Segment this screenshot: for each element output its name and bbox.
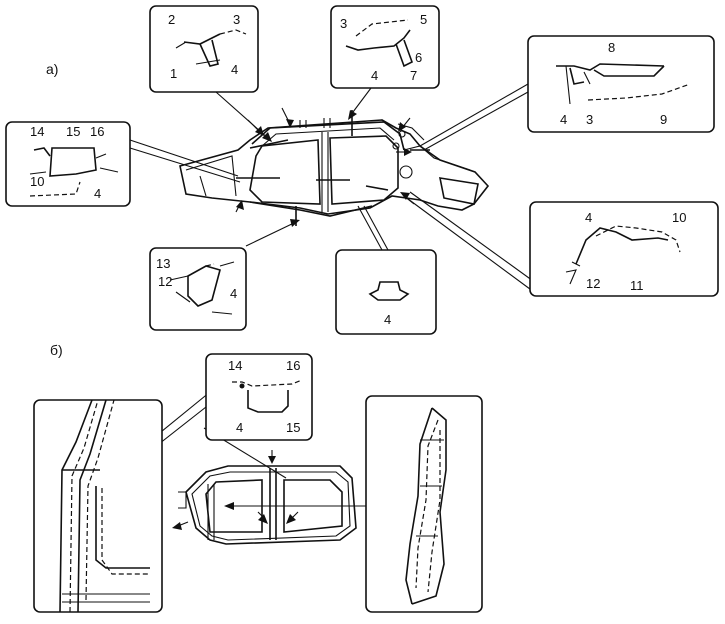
callout-number: 13 [156, 256, 170, 271]
callout-number: 2 [168, 12, 175, 27]
callout-number: 4 [560, 112, 567, 127]
detail-pillar-right [365, 395, 483, 613]
callout-number: 1 [170, 66, 177, 81]
callout-number: 6 [415, 50, 422, 65]
callout-number: 10 [672, 210, 686, 225]
detail-rear-left: 14 15 16 10 4 [5, 121, 131, 207]
detail-front-right: 8 4 3 9 [527, 35, 715, 133]
detail-sill: 13 12 4 [149, 247, 247, 331]
callout-number: 4 [236, 420, 243, 435]
callout-number: 5 [420, 12, 427, 27]
callout-number: 16 [90, 124, 104, 139]
detail-roof-right: 3 5 6 4 7 [330, 5, 440, 89]
side-arrows [172, 427, 299, 530]
detail-sill-b: 14 16 4 15 [205, 353, 313, 441]
leader-lines-a [129, 83, 541, 293]
callout-number: 12 [586, 276, 600, 291]
callout-number: 4 [371, 68, 378, 83]
detail-pillar-left [33, 399, 163, 613]
detail-roof-left: 2 3 1 4 [149, 5, 259, 93]
callout-number: 15 [286, 420, 300, 435]
side-view-body [178, 465, 357, 545]
callout-number: 4 [384, 312, 391, 327]
callout-number: 4 [94, 186, 101, 201]
callout-number: 12 [158, 274, 172, 289]
section-label-a: а) [46, 61, 58, 77]
callout-number: 7 [410, 68, 417, 83]
callout-number: 3 [233, 12, 240, 27]
callout-number: 16 [286, 358, 300, 373]
callout-number: 4 [231, 62, 238, 77]
car-body-oblique [179, 110, 490, 226]
callout-number: 8 [608, 40, 615, 55]
callout-number: 14 [228, 358, 242, 373]
callout-number: 3 [586, 112, 593, 127]
detail-floor: 4 [335, 249, 437, 335]
callout-number: 4 [230, 286, 237, 301]
callout-number: 11 [630, 278, 644, 293]
callout-number: 3 [340, 16, 347, 31]
callout-number: 10 [30, 174, 44, 189]
detail-wing: 4 10 12 11 [529, 201, 719, 297]
callout-number: 4 [585, 210, 592, 225]
section-label-b: б) [50, 342, 63, 358]
callout-number: 15 [66, 124, 80, 139]
callout-number: 9 [660, 112, 667, 127]
callout-number: 14 [30, 124, 44, 139]
